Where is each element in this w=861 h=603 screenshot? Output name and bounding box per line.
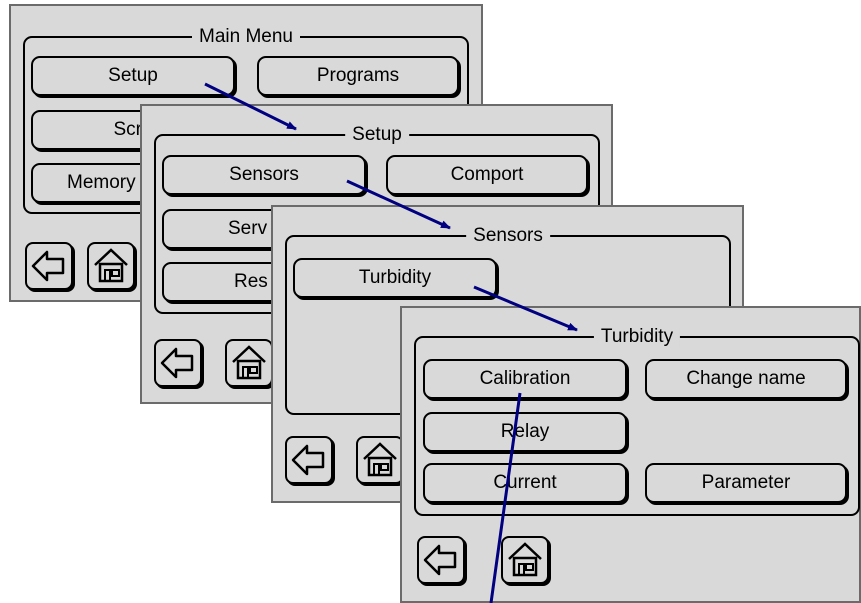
home-button[interactable] <box>501 536 549 584</box>
back-arrow-icon <box>291 444 325 476</box>
turbidity-button[interactable]: Turbidity <box>293 258 497 298</box>
sensors-button[interactable]: Sensors <box>162 155 366 195</box>
home-button[interactable] <box>87 242 135 290</box>
back-arrow-icon <box>423 544 457 576</box>
main-menu-title: Main Menu <box>192 26 300 48</box>
back-button[interactable] <box>417 536 465 584</box>
home-icon <box>232 345 266 380</box>
current-button[interactable]: Current <box>423 463 627 503</box>
back-button[interactable] <box>285 436 333 484</box>
home-button[interactable] <box>356 436 404 484</box>
turbidity-frame: Turbidity <box>414 326 860 516</box>
change-name-button[interactable]: Change name <box>645 359 847 399</box>
turbidity-panel: Turbidity Calibration Change name Relay … <box>400 306 861 603</box>
home-icon <box>94 248 128 283</box>
back-button[interactable] <box>154 339 202 387</box>
calibration-button[interactable]: Calibration <box>423 359 627 399</box>
turbidity-title: Turbidity <box>593 326 681 348</box>
home-button[interactable] <box>225 339 273 387</box>
relay-button[interactable]: Relay <box>423 412 627 452</box>
sensors-title: Sensors <box>466 225 550 247</box>
home-icon <box>363 442 397 477</box>
back-arrow-icon <box>31 250 65 282</box>
setup-button[interactable]: Setup <box>31 56 235 96</box>
setup-title: Setup <box>345 124 409 146</box>
programs-button[interactable]: Programs <box>257 56 459 96</box>
home-icon <box>508 542 542 577</box>
back-arrow-icon <box>160 347 194 379</box>
parameter-button[interactable]: Parameter <box>645 463 847 503</box>
back-button[interactable] <box>25 242 73 290</box>
comport-button[interactable]: Comport <box>386 155 588 195</box>
